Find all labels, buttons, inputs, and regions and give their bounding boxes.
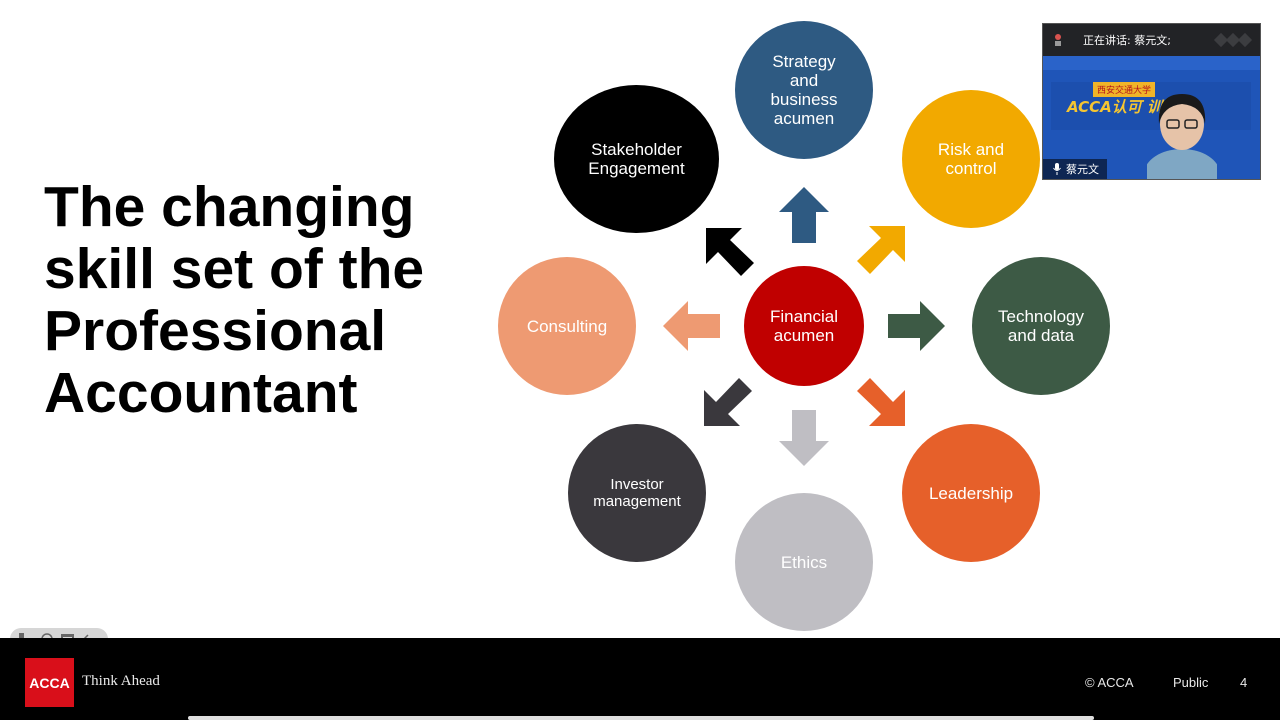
- center-label: Financial acumen: [769, 307, 839, 345]
- video-banner: 西安交通大学 ACCA认可 训基地: [1051, 82, 1251, 130]
- skill-circle-consulting: Consulting: [498, 257, 636, 395]
- skill-circle-ethics: Ethics: [735, 493, 873, 631]
- copyright: © ACCA: [1085, 675, 1134, 690]
- page-number: 4: [1240, 675, 1248, 690]
- classification: Public: [1173, 675, 1209, 690]
- center-circle-financial-acumen: Financial acumen: [744, 266, 864, 386]
- skill-label: Stakeholder Engagement: [588, 140, 685, 178]
- arrow-up-right-icon: [857, 226, 905, 274]
- arrow-down-right-icon: [857, 378, 905, 426]
- skill-circle-risk: Risk and control: [902, 90, 1040, 228]
- speaker-icon: [1055, 34, 1061, 46]
- arrow-right-icon: [888, 301, 945, 351]
- arrow-down-icon: [779, 410, 829, 466]
- arrow-up-icon: [779, 187, 829, 243]
- slide-title: The changing skill set of the Profession…: [44, 176, 464, 424]
- tagline: Think Ahead: [82, 673, 160, 689]
- video-panel[interactable]: 正在讲话: 蔡元文; 西安交通大学 ACCA认可 训基地 蔡元文: [1042, 23, 1261, 180]
- skill-label: Technology and data: [997, 307, 1084, 345]
- skill-label: Risk and control: [937, 140, 1005, 178]
- skill-label: Consulting: [526, 316, 608, 336]
- title-line: The changing: [44, 175, 415, 239]
- skill-circle-leadership: Leadership: [902, 424, 1040, 562]
- skill-label: Leadership: [928, 483, 1014, 503]
- acca-logo: ACCA: [25, 658, 74, 707]
- participant-name: 蔡元文: [1066, 163, 1099, 176]
- microphone-icon: [1053, 163, 1061, 175]
- speaking-label: 正在讲话: 蔡元文;: [1083, 34, 1171, 47]
- skill-label: Investor management: [593, 476, 681, 510]
- participant-video-icon: [1147, 94, 1217, 179]
- participant-name-tag: 蔡元文: [1043, 159, 1107, 179]
- skill-label: Ethics: [780, 552, 828, 572]
- title-line: skill set of the: [44, 237, 425, 301]
- skill-circle-strategy: Strategy and business acumen: [735, 21, 873, 159]
- video-topbar: 正在讲话: 蔡元文;: [1043, 24, 1260, 56]
- banner-top: 西安交通大学: [1093, 82, 1156, 97]
- title-line: Accountant: [44, 361, 358, 425]
- slide-footer: ACCA Think Ahead © ACCA Public 4: [0, 638, 1280, 720]
- bottom-scrollbar[interactable]: [188, 716, 1094, 720]
- arrow-up-left-icon: [706, 228, 754, 276]
- skill-circle-technology: Technology and data: [972, 257, 1110, 395]
- grid-layout-icon[interactable]: [1213, 32, 1253, 48]
- logo-strip: [1043, 56, 1260, 70]
- skill-circle-stakeholder: Stakeholder Engagement: [554, 85, 719, 233]
- skills-diagram: Financial acumen Strategy and business a…: [498, 21, 1110, 631]
- skill-circle-investor: Investor management: [568, 424, 706, 562]
- arrow-down-left-icon: [704, 378, 752, 426]
- skill-label: Strategy and business acumen: [770, 52, 838, 128]
- title-line: Professional: [44, 299, 387, 363]
- arrow-left-icon: [663, 301, 720, 351]
